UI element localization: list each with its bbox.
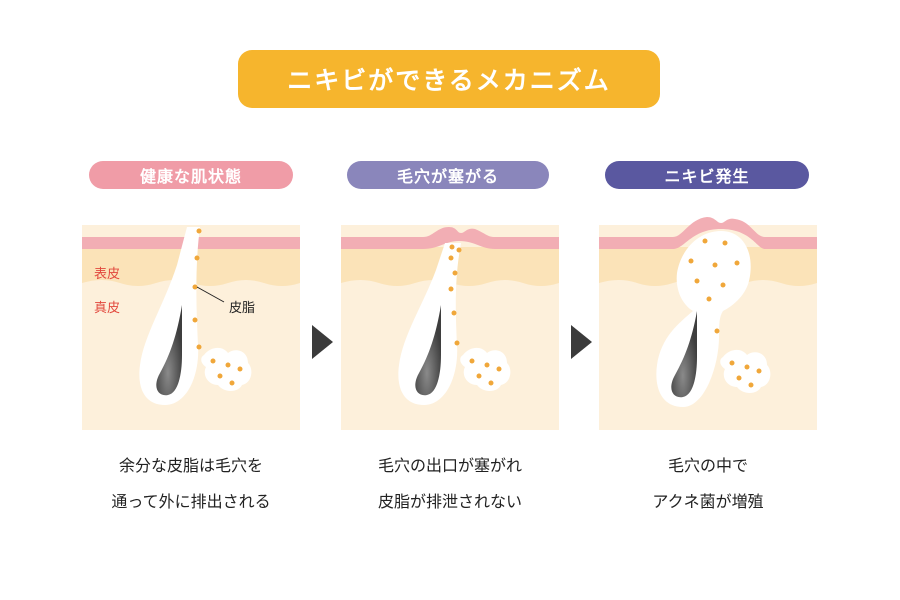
hair-follicle	[139, 227, 200, 405]
caption-line: 毛穴の出口が塞がれ	[377, 456, 522, 475]
play-arrow-icon	[571, 325, 592, 359]
sebum-dots	[192, 228, 243, 386]
hair-shaft-icon	[415, 305, 441, 396]
sebum-dots	[448, 244, 502, 386]
sebum-label: 皮脂	[229, 301, 256, 316]
skin-surface	[341, 227, 559, 249]
stage-label-acne: ニキビ発生	[605, 161, 809, 189]
epidermis-label: 表皮	[94, 267, 121, 282]
diagram-acne	[599, 217, 817, 430]
play-arrow-icon	[312, 325, 333, 359]
caption-acne: 毛穴の中で アクネ菌が増殖	[588, 448, 828, 520]
dermis-label: 真皮	[94, 301, 121, 316]
hair-shaft-icon	[156, 305, 182, 396]
skin-surface	[599, 217, 817, 249]
caption-line: 通って外に排出される	[111, 492, 271, 511]
caption-pore-clogged: 毛穴の出口が塞がれ 皮脂が排泄されない	[330, 448, 570, 520]
caption-healthy: 余分な皮脂は毛穴を 通って外に排出される	[71, 448, 311, 520]
stage-label-pore-clogged: 毛穴が塞がる	[347, 161, 549, 189]
caption-line: 余分な皮脂は毛穴を	[118, 456, 263, 475]
acne-lesion	[656, 231, 751, 407]
bacteria-dots	[688, 238, 762, 388]
caption-line: アクネ菌が増殖	[652, 492, 764, 511]
stage-label-healthy: 健康な肌状態	[89, 161, 293, 189]
diagram-pore-clogged	[341, 225, 559, 430]
hair-shaft-icon	[671, 311, 697, 398]
page-title: ニキビができるメカニズム	[238, 50, 660, 108]
caption-line: 毛穴の中で	[667, 456, 748, 475]
sebum-pointer-line	[196, 286, 225, 303]
diagram-healthy-skin	[82, 225, 300, 430]
caption-line: 皮脂が排泄されない	[377, 492, 522, 511]
hair-follicle	[398, 243, 461, 405]
